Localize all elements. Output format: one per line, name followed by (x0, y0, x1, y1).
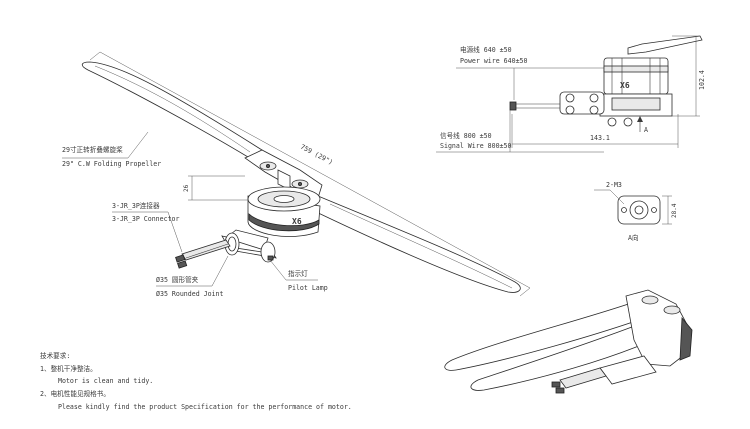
propeller-label-en: 29" C.W Folding Propeller (62, 160, 161, 168)
bottom-view: 2-M3 28.4 A向 (594, 181, 678, 242)
power-wire-cn: 电源线 640 ±50 (460, 45, 512, 54)
joint-label-cn: Ø35 圆形管夹 (156, 275, 199, 284)
propeller-length-dimension: 759 (29") (299, 143, 334, 167)
note-1-cn: 1、整机干净整洁。 (40, 364, 97, 373)
pilot-lamp (267, 255, 274, 261)
connector-cable (181, 239, 231, 261)
hub-height-dimension: 26 (183, 184, 190, 192)
signal-wire-en: Signal Wire 800±50 (440, 142, 511, 150)
side-view-width: 143.1 (590, 134, 610, 142)
signal-wire-cn: 信号线 800 ±50 (440, 131, 492, 140)
propeller-label-cn: 29寸正转折叠螺旋桨 (62, 145, 123, 154)
bottom-view-holes: 2-M3 (606, 181, 622, 189)
folded-view (444, 289, 693, 394)
side-view-mark: A (644, 126, 648, 134)
bottom-view-spacing: 28.4 (671, 203, 678, 218)
connector-label-cn: 3-JR_3P连接器 (112, 201, 160, 210)
bottom-view-caption: A向 (628, 233, 639, 242)
propeller-blade-right (311, 195, 521, 293)
joint-label-en: Ø35 Rounded Joint (156, 290, 224, 298)
side-view-logo: X6 (620, 81, 630, 90)
pilot-lamp-label-cn: 指示灯 (288, 269, 308, 278)
propeller-blade-left (81, 61, 263, 161)
power-wire-en: Power wire 640±50 (460, 57, 528, 65)
note-2-cn: 2、电机性能见规格书。 (40, 389, 110, 398)
callout-propeller: 29寸正转折叠螺旋桨 29" C.W Folding Propeller (62, 131, 161, 168)
side-view-height: 102.4 (698, 70, 706, 90)
technical-notes: 技术要求: 1、整机干净整洁。 Motor is clean and tidy.… (40, 351, 352, 411)
callout-pilot-lamp: 指示灯 Pilot Lamp (269, 259, 328, 292)
notes-heading: 技术要求: (40, 351, 70, 360)
note-2-en: Please kindly find the product Specifica… (58, 403, 352, 411)
connector-label-en: 3-JR_3P Connector (112, 215, 180, 223)
callout-joint: Ø35 圆形管夹 Ø35 Rounded Joint (156, 255, 229, 298)
pilot-lamp-label-en: Pilot Lamp (288, 284, 328, 292)
motor-logo: X6 (292, 217, 302, 226)
side-view: X6 A 143.1 102.4 电源线 640 ±50 Pow (436, 35, 706, 153)
callout-connector: 3-JR_3P连接器 3-JR_3P Connector (112, 201, 183, 253)
main-assembly: X6 759 (29") 26 (81, 51, 531, 297)
note-1-en: Motor is clean and tidy. (58, 377, 153, 385)
